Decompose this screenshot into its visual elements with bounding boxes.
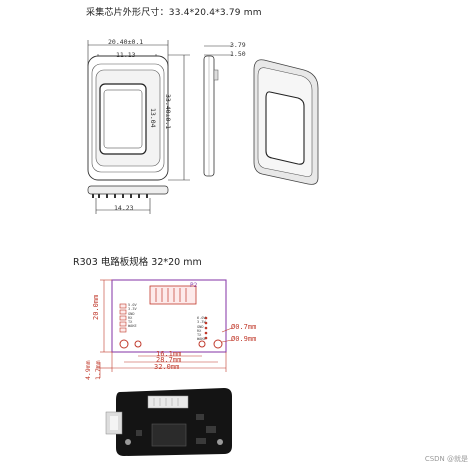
dim-depth-2: 1.50 [230, 50, 246, 58]
watermark: CSDN @就是 [424, 455, 468, 463]
dim-width: 20.40±0.1 [108, 38, 144, 46]
board-hole-2: Ø0.9mm [231, 335, 257, 343]
dim-depth: 3.79 [230, 41, 246, 49]
board-span-1: 16.1mm [156, 350, 182, 358]
connector-label: P2 [190, 282, 198, 289]
sensor-dimensions-title: 采集芯片外形尺寸：33.4*20.4*3.79 mm [86, 8, 262, 18]
board-spec-title: R303 电路板规格 32*20 mm [73, 257, 202, 268]
board-span-3: 32.0mm [154, 363, 180, 371]
pin-labels-left: 5.0V 3.3V GND RX TX WAKE [128, 303, 137, 329]
dim-bottom-width: 14.23 [114, 204, 134, 212]
board-span-2: 28.7mm [156, 356, 182, 364]
dim-inner-width: 11.13 [116, 51, 136, 59]
board-hole-1: Ø0.7mm [231, 323, 257, 331]
pin-labels-right: 6.0V 3.3V GND RX TX WAKE [197, 316, 206, 342]
